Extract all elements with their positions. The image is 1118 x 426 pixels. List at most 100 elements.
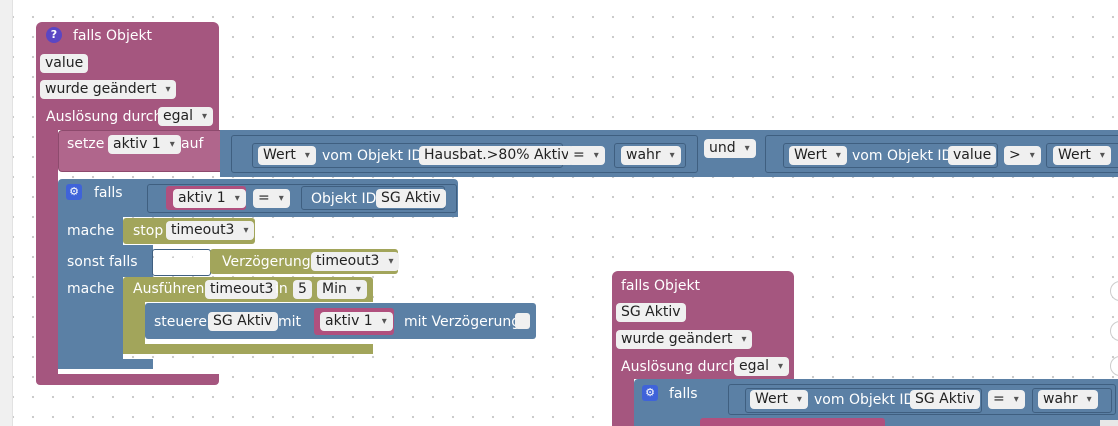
control-label: steuere [154, 314, 207, 330]
delay-timeout-value: timeout3 [316, 253, 380, 269]
bool-block-1[interactable] [614, 143, 686, 168]
if2-value-value: wahr [1043, 391, 1078, 407]
if2-operator-value: = [993, 391, 1005, 407]
if-block-left-arm [58, 217, 123, 367]
duration-field[interactable]: 5 [293, 280, 312, 299]
if2-of-label: vom Objekt ID [814, 392, 915, 408]
with-delay-label: mit Verzögerung [404, 314, 521, 330]
if2-bool-block[interactable] [1032, 388, 1112, 413]
unit-value: Min [322, 281, 347, 297]
get-value-block-2[interactable] [783, 143, 998, 168]
event2-object-field[interactable]: SG Aktiv [616, 303, 686, 322]
workspace-gutter [0, 0, 13, 426]
scrollbar-corner [1100, 420, 1118, 426]
event2-trigger-value: wurde geändert [621, 331, 733, 347]
set-variable-value: aktiv 1 [113, 136, 161, 152]
event-cause-label: Auslösung durch [46, 109, 163, 125]
gear-icon[interactable]: ⚙ [66, 184, 82, 200]
timeout-block-footer [123, 344, 373, 354]
if-object-field[interactable]: SG Aktiv [376, 189, 446, 208]
set-to-label: auf [181, 136, 204, 152]
exec-timeout-field[interactable]: timeout3 [205, 280, 279, 299]
zoom-out-control[interactable] [1110, 356, 1118, 376]
event-trigger-value: wurde geändert [45, 81, 157, 97]
control-object-field[interactable]: SG Aktiv [208, 312, 278, 331]
cond1-operator-value: = [573, 147, 585, 163]
if2-field-value: Wert [755, 391, 788, 407]
event2-block-left-arm [612, 379, 634, 426]
logic-operator-value: und [709, 140, 736, 156]
cond1-of-label: vom Objekt ID [322, 148, 423, 164]
cond1-value-value: wahr [626, 147, 661, 163]
cond1-field-value: Wert [263, 147, 296, 163]
timeout-block-arm [123, 302, 145, 354]
stop-timeout-dropdown[interactable]: timeout3 [166, 221, 255, 240]
if-label: falls [94, 185, 123, 201]
if2-label: falls [669, 386, 698, 402]
cond2-field2-value: Wert [1058, 147, 1091, 163]
if2-compare-block[interactable] [728, 384, 1116, 415]
event-trigger-dropdown[interactable]: wurde geändert [40, 80, 177, 99]
if-block-footer [58, 359, 153, 369]
delay-label: Verzögerung [222, 254, 311, 270]
exec-label: Ausführen [133, 281, 205, 297]
do2-label: mache [67, 281, 115, 297]
zoom-reset-control[interactable] [1110, 281, 1118, 301]
control-value-value: aktiv 1 [325, 313, 373, 329]
cond1-object-field[interactable]: Hausbat.>80% Aktiv [419, 146, 575, 165]
cond1-field-dropdown[interactable]: Wert [258, 146, 316, 165]
compare-block-2[interactable] [765, 135, 1118, 173]
event-block-footer [36, 374, 219, 385]
if-operator-dropdown[interactable]: = [253, 189, 290, 208]
if-variable-dropdown[interactable]: aktiv 1 [173, 189, 246, 208]
logic-operator-dropdown[interactable]: und [704, 139, 756, 158]
event-title: falls Objekt [73, 28, 153, 44]
event-object-field[interactable]: value [40, 54, 89, 73]
unit-dropdown[interactable]: Min [317, 280, 367, 299]
event-cause-dropdown[interactable]: egal [158, 107, 213, 126]
gear-icon-2[interactable]: ⚙ [642, 385, 658, 401]
if-variable-value: aktiv 1 [178, 190, 226, 206]
delay-timeout-dropdown[interactable]: timeout3 [311, 252, 400, 271]
with-label: mit [278, 314, 302, 330]
if2-value-dropdown[interactable]: wahr [1038, 390, 1098, 409]
if2-get-value-block[interactable] [745, 388, 982, 413]
cond2-field-dropdown[interactable]: Wert [789, 146, 847, 165]
control-value-dropdown[interactable]: aktiv 1 [320, 312, 393, 331]
if-compare-block[interactable] [147, 184, 457, 213]
event2-trigger-dropdown[interactable]: wurde geändert [616, 330, 753, 349]
cond2-field-value: Wert [794, 147, 827, 163]
if2-field-dropdown[interactable]: Wert [750, 390, 808, 409]
cond2-object-field[interactable]: value [948, 146, 997, 165]
in-label: in [275, 281, 288, 297]
cond2-of-label: vom Objekt ID [852, 148, 953, 164]
event-cause-value: egal [163, 108, 193, 124]
not-label: nicht [162, 254, 197, 270]
elseif-label: sonst falls [67, 254, 138, 270]
event-block-left-arm [36, 130, 58, 374]
if-operator-value: = [258, 190, 270, 206]
set-variable-dropdown[interactable]: aktiv 1 [108, 135, 181, 154]
with-delay-checkbox[interactable] [515, 313, 530, 329]
event2-cause-label: Auslösung durch [621, 359, 738, 375]
if2-object-field[interactable]: SG Aktiv [910, 390, 980, 409]
cond2-operator-value: > [1009, 147, 1021, 163]
do-label: mache [67, 223, 115, 239]
nested-block-edge[interactable] [700, 418, 885, 426]
event2-cause-value: egal [739, 358, 769, 374]
cond2-field2-dropdown[interactable]: Wert [1053, 146, 1111, 165]
zoom-in-control[interactable] [1110, 321, 1118, 341]
cond1-value-dropdown[interactable]: wahr [621, 146, 681, 165]
cond1-operator-dropdown[interactable]: = [568, 146, 605, 165]
cond2-operator-dropdown[interactable]: > [1004, 146, 1041, 165]
if-obj-label: Objekt ID [311, 191, 377, 207]
compare-block-1[interactable] [231, 135, 698, 173]
help-icon[interactable]: ? [46, 27, 62, 43]
set-label: setze [67, 136, 105, 152]
stop-label: stop [133, 223, 164, 239]
if-block-elseif-row [123, 245, 153, 277]
get-value-block-3[interactable] [1046, 143, 1118, 168]
stop-timeout-value: timeout3 [171, 222, 235, 238]
if2-operator-dropdown[interactable]: = [988, 390, 1025, 409]
event2-cause-dropdown[interactable]: egal [734, 357, 789, 376]
